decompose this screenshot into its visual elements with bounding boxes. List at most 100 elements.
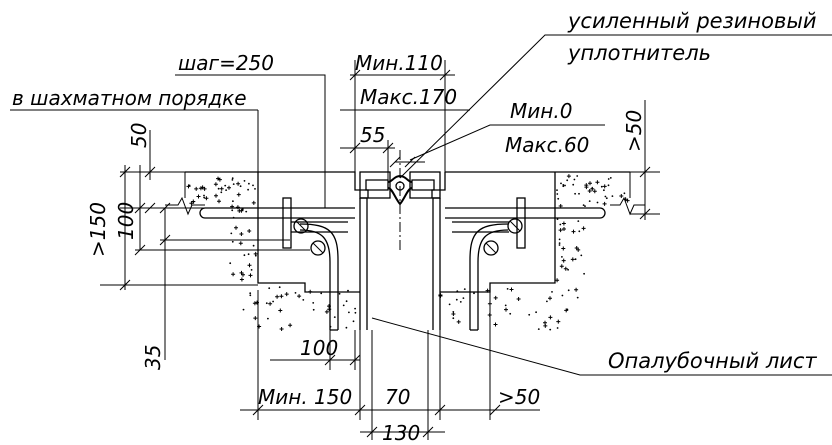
stipple-cross <box>456 319 461 324</box>
stipple-cross <box>234 225 238 230</box>
stipple-dot <box>231 177 234 180</box>
dimension-lines <box>10 34 832 440</box>
stipple-dot <box>463 288 466 290</box>
stipple-dot <box>567 289 570 292</box>
stipple-dot <box>312 302 315 304</box>
dim-50-right: >50 <box>622 110 646 152</box>
stipple-dot <box>231 179 234 181</box>
stipple-dot <box>267 317 269 320</box>
stipple-cross <box>248 273 253 278</box>
stipple-dot <box>559 223 562 226</box>
stipple-cross <box>562 227 566 231</box>
stipple-cross <box>587 189 592 193</box>
stipple-cross <box>493 295 498 300</box>
stipple-cross <box>451 312 456 316</box>
stipple-dot <box>556 218 559 221</box>
stipple-cross <box>602 184 607 189</box>
break-line-left <box>165 196 205 216</box>
stipple-cross <box>251 200 256 205</box>
stipple-dot <box>561 294 564 297</box>
stipple-cross <box>556 319 561 324</box>
stipple-dot <box>345 300 348 303</box>
stipple-cross <box>196 194 201 199</box>
stipple-dot <box>462 297 465 299</box>
stipple-dot <box>455 298 458 301</box>
stipple-cross <box>213 182 218 187</box>
stipple-dot <box>192 202 195 204</box>
stipple-dot <box>278 286 281 289</box>
stipple-dot <box>232 200 234 203</box>
stipple-cross <box>239 232 244 236</box>
stipple-dot <box>254 254 257 257</box>
concrete-right <box>440 171 631 293</box>
stipple-cross <box>561 221 566 226</box>
stipple-dot <box>249 294 252 297</box>
stipple-cross <box>619 194 624 198</box>
stipple-cross <box>558 228 563 233</box>
stipple-dot <box>558 244 561 246</box>
stipple-dot <box>577 220 580 223</box>
stipple-cross <box>574 246 579 250</box>
stipple-cross <box>253 316 258 321</box>
break-line-right <box>610 196 645 216</box>
stipple-cross <box>297 294 302 299</box>
stipple-dot <box>573 178 576 181</box>
stipple-cross <box>548 315 553 320</box>
stipple-cross <box>570 257 575 262</box>
stipple-dot <box>578 192 580 195</box>
stipple-dot <box>561 256 563 258</box>
stipple-cross <box>588 181 592 186</box>
stipple-dot <box>560 182 562 185</box>
stipple-dot <box>452 317 455 320</box>
stipple-dot <box>509 312 512 315</box>
stipple-dot <box>549 328 552 331</box>
stipple-cross <box>574 287 579 292</box>
stipple-cross <box>247 229 252 233</box>
max60-label: Макс.60 <box>505 133 589 157</box>
stipple-dot <box>272 300 274 303</box>
stipple-cross <box>214 193 218 198</box>
stipple-dot <box>333 316 336 318</box>
stipple-dot <box>605 197 608 200</box>
stipple-cross <box>235 205 240 210</box>
stipple-dot <box>242 308 245 311</box>
stipple-cross <box>279 327 284 331</box>
stipple-dot <box>566 179 569 182</box>
stipple-cross <box>236 192 241 197</box>
stipple-cross <box>592 189 597 194</box>
stipple-dot <box>623 192 626 195</box>
stipple-cross <box>581 226 586 231</box>
stipple-dot <box>558 242 561 245</box>
stipple-cross <box>219 186 224 191</box>
dim-130: 130 <box>382 421 420 445</box>
stipple-dot <box>249 292 252 295</box>
stipple-cross <box>275 294 280 299</box>
stipple-dot <box>459 301 462 303</box>
stipple-cross <box>252 301 257 306</box>
stipple-cross <box>308 289 313 294</box>
stipple-cross <box>268 301 273 306</box>
stipple-dot <box>230 232 233 235</box>
stipple-dot <box>245 210 248 213</box>
stipple-dot <box>562 185 565 188</box>
stipple-dot <box>203 194 205 197</box>
stipple-cross <box>543 323 548 328</box>
stipple-dot <box>584 205 586 208</box>
stipple-cross <box>571 229 576 234</box>
stipple-dot <box>345 326 348 329</box>
dim-50-bottom: >50 <box>498 385 540 409</box>
max170-label: Макс.170 <box>360 85 457 109</box>
formwork-label: Опалубочный лист <box>608 349 817 373</box>
stipple-cross <box>236 181 241 186</box>
stipple-dot <box>342 304 345 307</box>
stipple-dot <box>580 254 583 257</box>
stipple-cross <box>561 246 566 251</box>
stipple-dot <box>229 262 232 265</box>
stipple-dot <box>312 308 315 311</box>
stipple-cross <box>288 323 293 328</box>
stipple-cross <box>516 297 521 301</box>
stipple-dot <box>248 182 250 185</box>
stipple-dot <box>231 240 234 243</box>
stipple-dot <box>217 187 220 190</box>
